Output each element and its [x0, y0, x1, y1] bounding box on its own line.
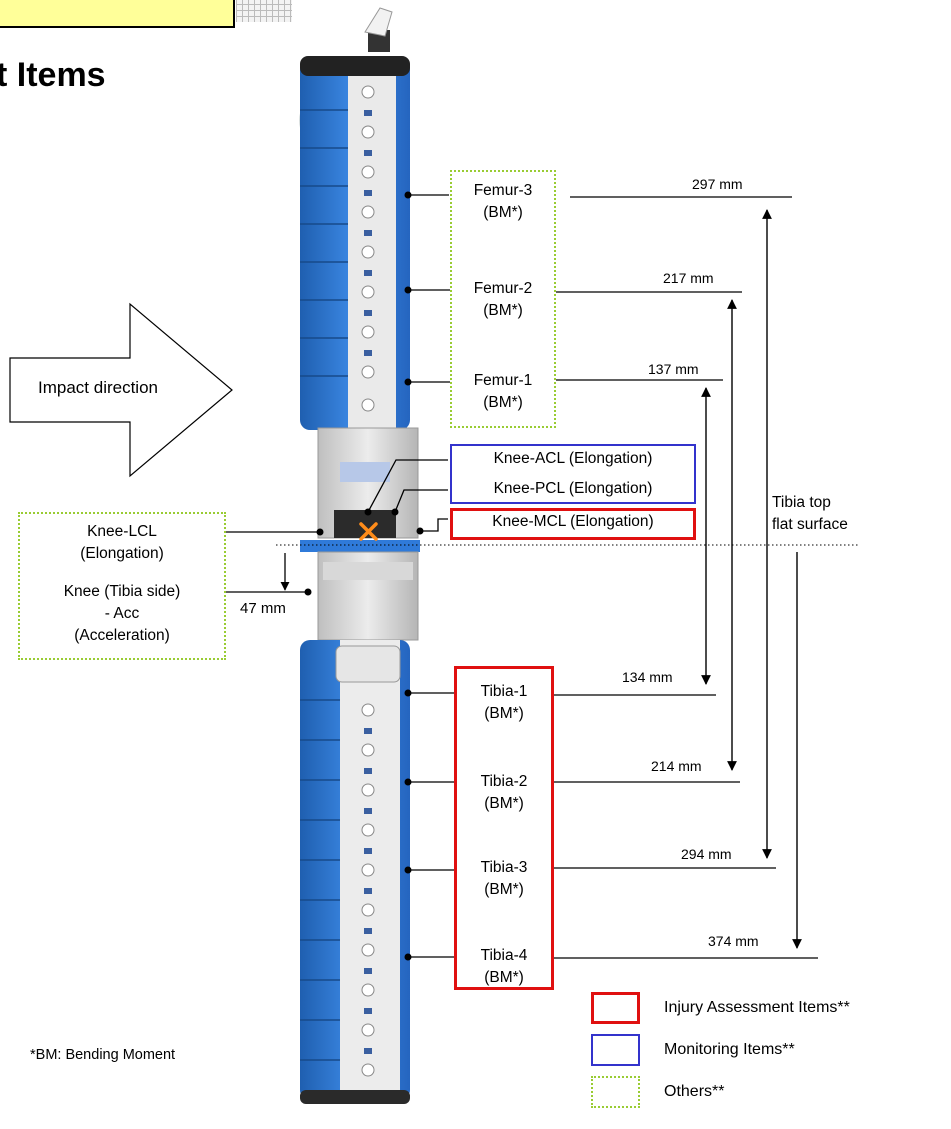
legend-others-label: Others** — [664, 1083, 724, 1101]
femur-3-name: Femur-3 — [452, 180, 554, 202]
legend-injury-label: Injury Assessment Items** — [664, 999, 850, 1017]
tibia-2-distance: 214 mm — [651, 757, 702, 775]
legend-injury-swatch — [591, 992, 640, 1024]
tibia-3-label: Tibia-3 (BM*) — [454, 857, 554, 901]
knee-acc-line1: Knee (Tibia side) — [18, 581, 226, 603]
tibia-1-distance: 134 mm — [622, 668, 673, 686]
knee-lcl-line1: Knee-LCL — [18, 521, 226, 543]
femur-3-measure: (BM*) — [452, 202, 554, 224]
legend-monitoring-swatch — [591, 1034, 640, 1066]
tibia-1-measure: (BM*) — [454, 703, 554, 725]
femur-2-measure: (BM*) — [452, 300, 554, 322]
tibia-top-line1: Tibia top — [772, 492, 848, 514]
femur-3-distance: 297 mm — [692, 175, 743, 193]
tibia-top-label: Tibia top flat surface — [772, 492, 848, 536]
tibia-2-name: Tibia-2 — [454, 771, 554, 793]
knee-acl-label: Knee-ACL (Elongation) — [450, 448, 696, 470]
femur-1-measure: (BM*) — [452, 392, 554, 414]
femur-2-name: Femur-2 — [452, 278, 554, 300]
femur-1-label: Femur-1 (BM*) — [452, 370, 554, 414]
legend-monitoring-label: Monitoring Items** — [664, 1041, 795, 1059]
knee-lcl-line2: (Elongation) — [18, 543, 226, 565]
knee-lcl-label: Knee-LCL (Elongation) — [18, 521, 226, 565]
tibia-2-label: Tibia-2 (BM*) — [454, 771, 554, 815]
femur-2-label: Femur-2 (BM*) — [452, 278, 554, 322]
impact-direction-label: Impact direction — [38, 377, 158, 399]
footnote: *BM: Bending Moment — [30, 1046, 175, 1064]
tibia-segment — [300, 640, 410, 1104]
legend-others-swatch — [591, 1076, 640, 1108]
femur-1-name: Femur-1 — [452, 370, 554, 392]
femur-dimension-lines — [556, 197, 792, 380]
femur-1-distance: 137 mm — [648, 360, 699, 378]
tibia-4-distance: 374 mm — [708, 932, 759, 950]
tibia-top-line2: flat surface — [772, 514, 848, 536]
tibia-3-measure: (BM*) — [454, 879, 554, 901]
knee-acc-line2: - Acc — [18, 603, 226, 625]
knee-acc-line3: (Acceleration) — [18, 625, 226, 647]
tibia-3-name: Tibia-3 — [454, 857, 554, 879]
femur-2-distance: 217 mm — [663, 269, 714, 287]
knee-offset-label: 47 mm — [240, 600, 286, 618]
knee-mcl-label: Knee-MCL (Elongation) — [450, 511, 696, 533]
tibia-4-name: Tibia-4 — [454, 945, 554, 967]
knee-acc-label: Knee (Tibia side) - Acc (Acceleration) — [18, 581, 226, 647]
tibia-2-measure: (BM*) — [454, 793, 554, 815]
tibia-3-distance: 294 mm — [681, 845, 732, 863]
dimension-arrows — [706, 210, 797, 948]
knee-pcl-label: Knee-PCL (Elongation) — [450, 478, 696, 500]
tibia-dimension-lines — [553, 695, 818, 958]
femur-3-label: Femur-3 (BM*) — [452, 180, 554, 224]
femur-segment — [300, 56, 410, 430]
tibia-leaders — [405, 690, 457, 961]
tibia-4-label: Tibia-4 (BM*) — [454, 945, 554, 989]
tibia-1-label: Tibia-1 (BM*) — [454, 681, 554, 725]
tibia-1-name: Tibia-1 — [454, 681, 554, 703]
tibia-4-measure: (BM*) — [454, 967, 554, 989]
